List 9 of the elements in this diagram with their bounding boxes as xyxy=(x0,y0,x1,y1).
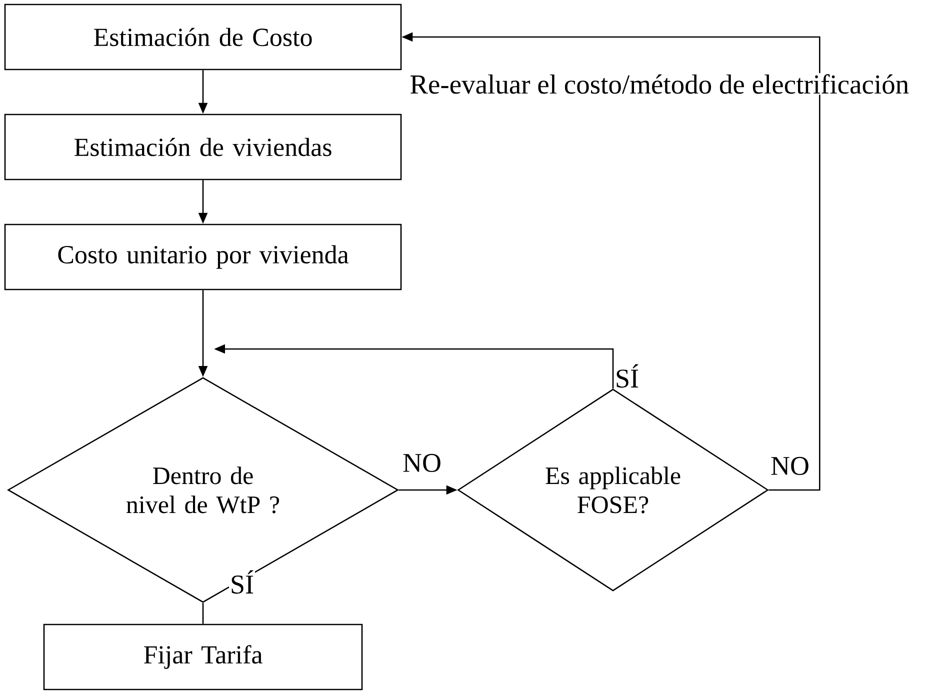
note-text: Re-evaluar el costo/método de electrificación xyxy=(408,73,910,95)
edge-label: NO xyxy=(770,456,810,476)
process-box: Estimación de viviendas xyxy=(4,114,402,180)
process-box: Estimación de Costo xyxy=(4,4,402,70)
edge-label: NO xyxy=(402,452,442,474)
edge-label: SÍ xyxy=(614,363,640,389)
process-box: Fijar Tarifa xyxy=(43,624,363,690)
edge-label: SÍ xyxy=(229,569,255,595)
process-box: Costo unitario por vivienda xyxy=(4,224,402,290)
